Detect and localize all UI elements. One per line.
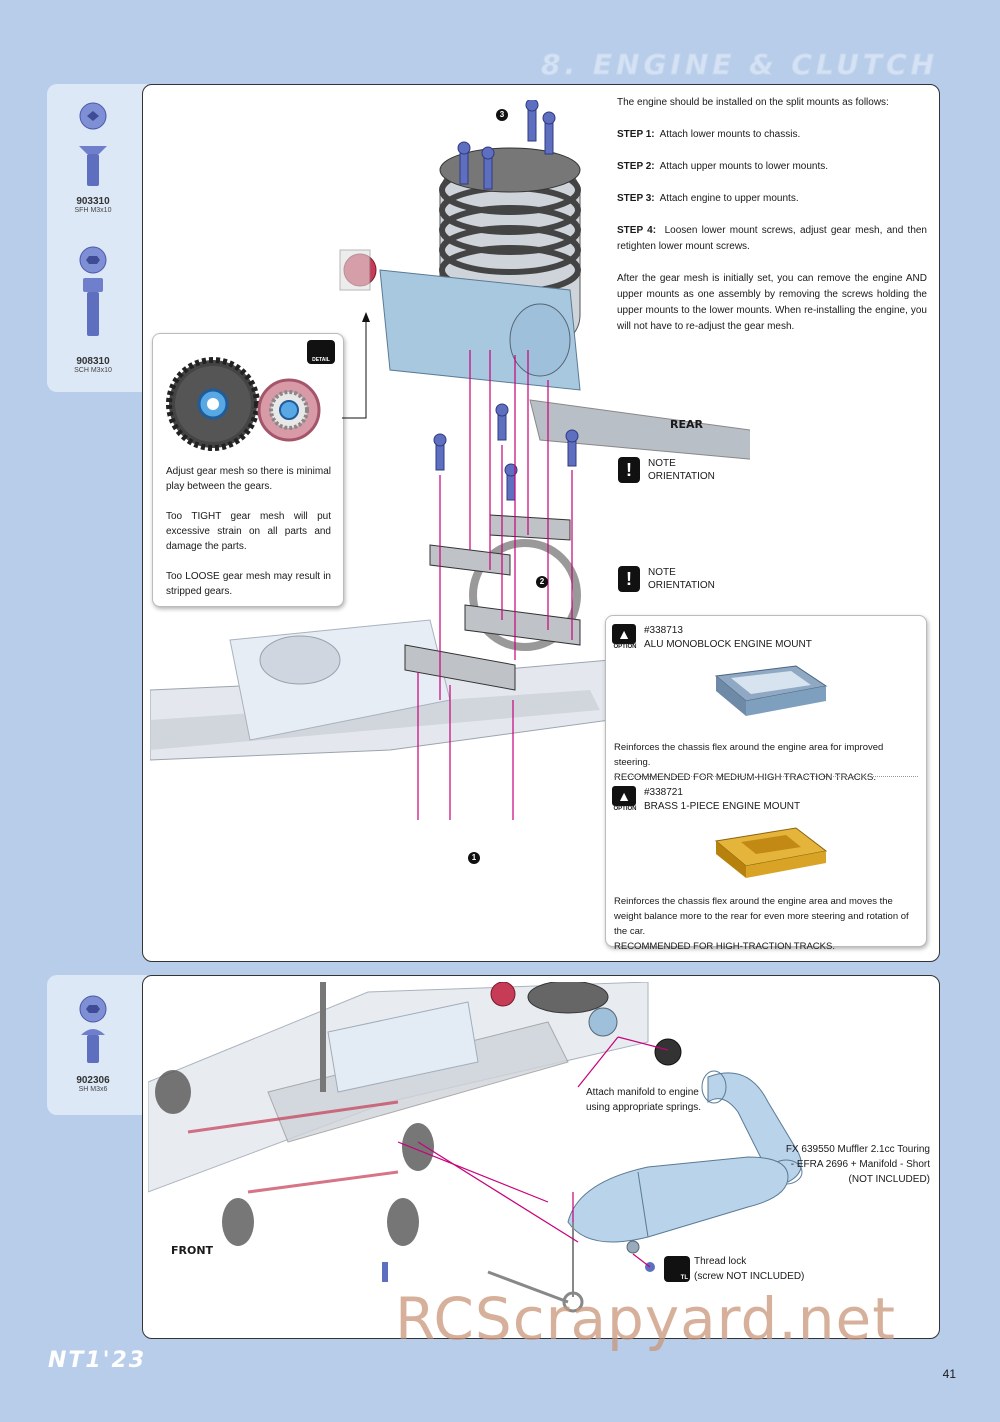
part-code: 902306	[76, 1075, 110, 1086]
option-code: #338713	[644, 625, 683, 636]
step-4: STEP 4: Loosen lower mount screws, adjus…	[617, 225, 927, 252]
instructions: The engine should be installed on the sp…	[617, 95, 927, 351]
manifold-caption: Attach manifold to engine using appropri…	[586, 1087, 702, 1113]
option-code: #338721	[644, 787, 683, 798]
warning-icon: !	[618, 566, 640, 592]
instructions-intro: The engine should be installed on the sp…	[617, 97, 889, 108]
part-code: 903310	[76, 196, 110, 207]
threadlock-caption: Thread lock (screw NOT INCLUDED)	[694, 1256, 805, 1282]
part-desc: SH M3x6	[78, 1086, 108, 1093]
page-title: 8. ENGINE & CLUTCH	[541, 48, 938, 82]
option-thumb-icon: ▲ OPTION	[612, 786, 637, 812]
option-desc: Reinforces the chassis flex around the e…	[614, 896, 909, 937]
note-orientation-1: ! NOTE ORIENTATION	[618, 457, 715, 483]
part-desc: SCH M3x10	[74, 367, 112, 374]
detail-text-1: Adjust gear mesh so there is minimal pla…	[166, 466, 331, 492]
engine-assembly-illustration	[150, 100, 750, 820]
detail-text-2: Too TIGHT gear mesh will put excessive s…	[166, 511, 331, 552]
option-desc: Reinforces the chassis flex around the e…	[614, 742, 884, 768]
step-2: STEP 2: Attach upper mounts to lower mou…	[617, 161, 829, 172]
detail-text-3: Too LOOSE gear mesh may result in stripp…	[166, 571, 331, 597]
option-rec: RECOMMENDED FOR MEDIUM-HIGH TRACTION TRA…	[614, 772, 876, 783]
button-head-screw-icon	[79, 995, 107, 1063]
exhaust-assembly-illustration	[148, 982, 803, 1313]
parts-tab-top: 903310 SFH M3x10 908310 SCH M3x10	[47, 84, 147, 392]
brass-mount-icon	[714, 827, 828, 878]
part-code: 908310	[76, 356, 110, 367]
callout-1: 1	[468, 852, 480, 864]
page-number: 41	[942, 1367, 956, 1381]
step-1: STEP 1: Attach lower mounts to chassis.	[617, 129, 801, 140]
option-rec: RECOMMENDED FOR HIGH-TRACTION TRACKS.	[614, 941, 835, 952]
part-desc: SFH M3x10	[74, 207, 112, 214]
gears-icon	[166, 357, 321, 451]
option-parts-box: ▲ OPTION #338713 ALU MONOBLOCK ENGINE MO…	[605, 615, 927, 952]
detail-leader-line	[342, 312, 370, 419]
divider	[614, 776, 918, 777]
flat-head-screw-icon	[79, 102, 107, 186]
callout-2: 2	[536, 576, 548, 588]
option-thumb-icon: ▲ OPTION	[612, 624, 637, 650]
parts-tab-bottom: 902306 SH M3x6	[47, 975, 147, 1115]
option-name: BRASS 1-PIECE ENGINE MOUNT	[644, 801, 801, 812]
warning-icon: !	[618, 457, 640, 483]
rear-label: REAR	[670, 418, 703, 431]
instructions-note: After the gear mesh is initially set, yo…	[617, 273, 927, 332]
cap-head-screw-icon	[79, 246, 107, 336]
alu-mount-icon	[714, 665, 828, 716]
threadlock-icon: TL	[664, 1256, 690, 1282]
muffler-caption: FX 639550 Muffler 2.1cc Touring - EFRA 2…	[785, 1144, 930, 1185]
watermark: RCScrapyard.net	[395, 1285, 896, 1353]
note-orientation-2: ! NOTE ORIENTATION	[618, 566, 715, 592]
product-logo: NT1'23	[48, 1348, 147, 1373]
detail-badge: DETAIL	[307, 340, 335, 364]
front-label: FRONT	[171, 1244, 214, 1257]
callout-3: 3	[496, 109, 508, 121]
gear-mesh-detail: DETAIL Adjust gear mesh so there is mini…	[152, 333, 344, 607]
step-3: STEP 3: Attach engine to upper mounts.	[617, 193, 799, 204]
option-name: ALU MONOBLOCK ENGINE MOUNT	[644, 639, 812, 650]
